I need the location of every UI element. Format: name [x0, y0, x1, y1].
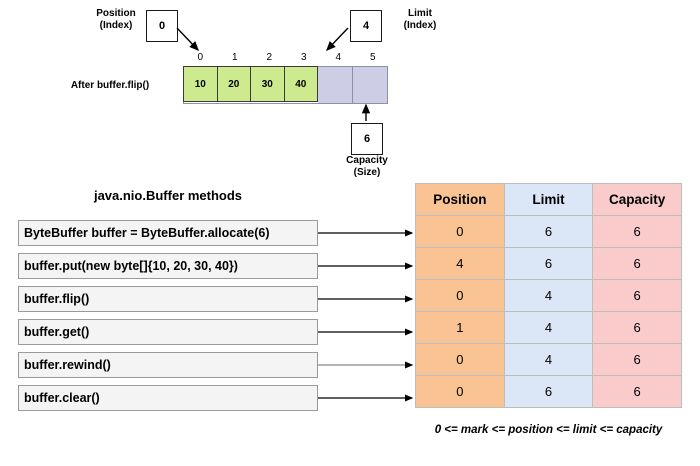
cell-limit: 6: [503, 215, 594, 248]
table-row: 4 6 6: [415, 247, 682, 280]
column-header-position: Position: [415, 183, 505, 216]
buffer-index: 2: [266, 52, 273, 63]
buffer-cell: [318, 67, 353, 103]
column-header-capacity: Capacity: [592, 183, 682, 216]
method-box-get: buffer.get(): [18, 319, 318, 345]
position-pointer-arrow: [176, 27, 199, 52]
capacity-label: Capacity (Size): [337, 155, 397, 179]
method-box-rewind: buffer.rewind(): [18, 352, 318, 378]
buffer-cell: [352, 67, 387, 103]
buffer-index: 1: [231, 52, 238, 63]
cell-position: 0: [415, 375, 505, 408]
table-row: 0 6 6: [415, 375, 682, 408]
cell-position: 0: [415, 279, 505, 312]
table-row: 1 4 6: [415, 311, 682, 344]
limit-label: Limit (Index): [392, 8, 448, 32]
buffer-index-row: 0 1 2 3 4 5: [183, 52, 390, 63]
cell-limit: 6: [503, 375, 594, 408]
cell-capacity: 6: [592, 279, 682, 312]
method-box-flip: buffer.flip(): [18, 286, 318, 312]
buffer-index: 3: [300, 52, 307, 63]
cell-capacity: 6: [592, 375, 682, 408]
cell-position: 1: [415, 311, 505, 344]
cell-limit: 4: [503, 343, 594, 376]
buffer-cell: 10: [183, 66, 218, 102]
position-label: Position (Index): [88, 8, 144, 32]
cell-capacity: 6: [592, 215, 682, 248]
cell-limit: 4: [503, 279, 594, 312]
buffer-index: 0: [197, 52, 204, 63]
cell-limit: 4: [503, 311, 594, 344]
cell-limit: 6: [503, 247, 594, 280]
limit-value-box: 4: [350, 10, 382, 42]
buffer-cell: 40: [283, 66, 318, 102]
cell-capacity: 6: [592, 311, 682, 344]
method-box-allocate: ByteBuffer buffer = ByteBuffer.allocate(…: [18, 220, 318, 246]
cell-position: 0: [415, 343, 505, 376]
limit-pointer-arrow: [326, 27, 349, 52]
table-row: 0 6 6: [415, 215, 682, 248]
invariant-formula: 0 <= mark <= position <= limit <= capaci…: [434, 424, 663, 436]
capacity-label-line2: (Size): [353, 167, 381, 178]
method-box-clear: buffer.clear(): [18, 385, 318, 411]
buffer-index: 4: [335, 52, 342, 63]
position-value-box: 0: [146, 10, 178, 42]
cell-position: 0: [415, 215, 505, 248]
buffer-cell: 20: [216, 66, 251, 102]
position-label-line1: Position: [96, 8, 136, 19]
methods-title: java.nio.Buffer methods: [93, 188, 243, 203]
limit-label-line1: Limit: [408, 8, 432, 19]
buffer-index: 5: [369, 52, 376, 63]
table-row: 0 4 6: [415, 279, 682, 312]
buffer-state-table: Position Limit Capacity 0 6 6 4 6 6 0 4 …: [415, 183, 682, 408]
buffer-cell: 30: [250, 66, 285, 102]
capacity-label-line1: Capacity: [346, 155, 388, 166]
table-row: 0 4 6: [415, 343, 682, 376]
buffer-state-caption: After buffer.flip(): [70, 80, 150, 91]
cell-capacity: 6: [592, 247, 682, 280]
cell-position: 4: [415, 247, 505, 280]
method-box-put: buffer.put(new byte[]{10, 20, 30, 40}): [18, 253, 318, 279]
table-header-row: Position Limit Capacity: [415, 183, 682, 216]
position-label-line2: (Index): [99, 20, 133, 31]
buffer-cells-row: 10 20 30 40: [183, 66, 388, 104]
limit-label-line2: (Index): [403, 20, 437, 31]
column-header-limit: Limit: [503, 183, 594, 216]
capacity-value-box: 6: [351, 123, 383, 155]
cell-capacity: 6: [592, 343, 682, 376]
